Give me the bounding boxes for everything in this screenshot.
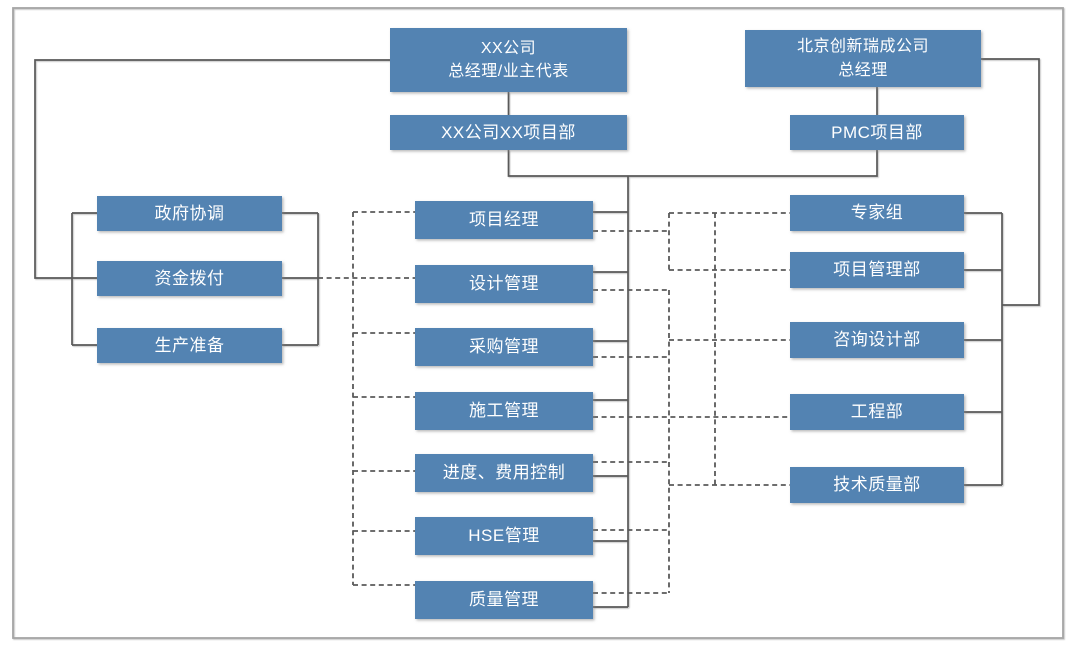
- node-technical-quality-dept: 技术质量部: [790, 467, 964, 503]
- dashed-connectors: [318, 211, 790, 594]
- node-engineering-dept: 工程部: [790, 394, 964, 430]
- node-hse-management: HSE管理: [415, 517, 593, 555]
- node-fund-appropriation: 资金拨付: [97, 261, 282, 296]
- node-schedule-cost-control: 进度、费用控制: [415, 454, 593, 492]
- node-government-coordination: 政府协调: [97, 196, 282, 231]
- solid-connectors: [34, 58, 1040, 608]
- node-pmc-general-manager: 北京创新瑞成公司 总经理: [745, 30, 981, 87]
- node-procurement-management: 采购管理: [415, 328, 593, 366]
- diagram-frame: [12, 7, 1064, 639]
- node-expert-group: 专家组: [790, 195, 964, 231]
- node-project-management-dept: 项目管理部: [790, 252, 964, 288]
- node-owner-general-manager: XX公司 总经理/业主代表: [390, 28, 627, 92]
- node-owner-project-dept: XX公司XX项目部: [390, 115, 627, 150]
- node-design-management: 设计管理: [415, 265, 593, 303]
- node-consulting-design-dept: 咨询设计部: [790, 322, 964, 358]
- node-project-manager: 项目经理: [415, 201, 593, 239]
- node-quality-management: 质量管理: [415, 581, 593, 619]
- node-construction-management: 施工管理: [415, 392, 593, 430]
- node-production-preparation: 生产准备: [97, 328, 282, 363]
- node-pmc-project-dept: PMC项目部: [790, 115, 964, 150]
